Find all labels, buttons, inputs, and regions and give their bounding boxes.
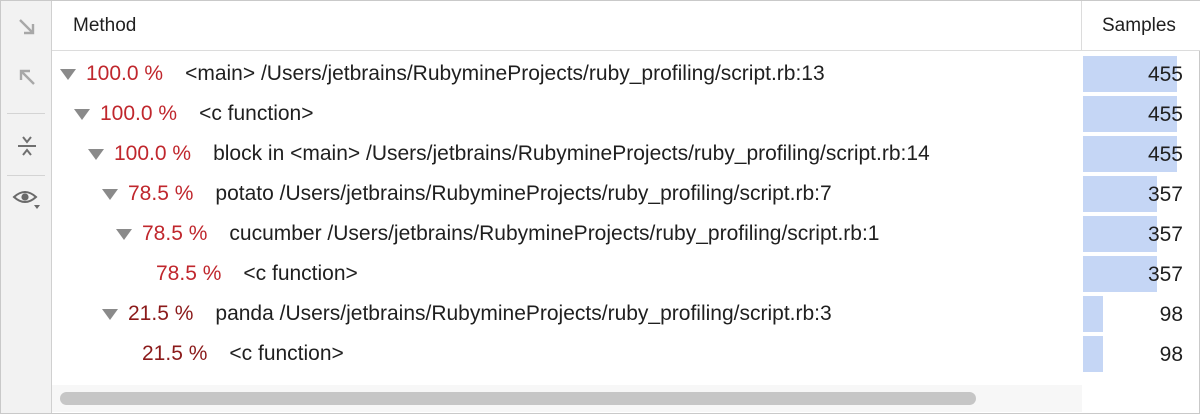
percent-label: 21.5 % — [128, 302, 194, 325]
method-name: block in <main> /Users/jetbrains/Rubymin… — [213, 142, 930, 165]
expand-all-button[interactable] — [1, 9, 52, 49]
samples-value: 455 — [1147, 63, 1183, 86]
samples-cell: 455 — [1083, 136, 1200, 172]
tree-row[interactable]: 78.5 % <c function> 357 — [52, 254, 1200, 294]
percent-label: 21.5 % — [142, 342, 208, 365]
samples-value: 98 — [1159, 343, 1183, 366]
samples-cell: 455 — [1083, 56, 1200, 92]
collapse-arrow-icon — [16, 66, 38, 93]
samples-cell: 98 — [1083, 296, 1200, 332]
expand-toggle-icon[interactable] — [88, 148, 104, 160]
expand-arrow-icon — [16, 16, 38, 43]
method-name: <c function> — [229, 342, 344, 365]
expand-toggle-icon[interactable] — [74, 108, 90, 120]
samples-value: 455 — [1147, 143, 1183, 166]
tree-row-content: 78.5 % potato /Users/jetbrains/RubyminePr… — [52, 174, 1082, 214]
expand-toggle-icon[interactable] — [116, 228, 132, 240]
samples-bar — [1083, 216, 1157, 252]
samples-value: 455 — [1147, 103, 1183, 126]
expand-toggle-icon[interactable] — [102, 308, 118, 320]
samples-value: 357 — [1147, 263, 1183, 286]
samples-value: 357 — [1147, 183, 1183, 206]
call-tree-rows: 100.0 % <main> /Users/jetbrains/RubymineP… — [52, 54, 1200, 380]
table-header: Method Samples — [52, 1, 1200, 51]
samples-bar — [1083, 296, 1103, 332]
percent-label: 100.0 % — [114, 142, 192, 165]
method-name: panda /Users/jetbrains/RubymineProjects/… — [215, 302, 832, 325]
samples-bar — [1083, 56, 1177, 92]
merge-callees-icon — [15, 134, 39, 163]
tree-row-content: 78.5 % <c function> — [52, 254, 1082, 294]
tree-row-content: 21.5 % panda /Users/jetbrains/RubyminePro… — [52, 294, 1082, 334]
samples-bar — [1083, 176, 1157, 212]
method-column-header[interactable]: Method — [73, 15, 137, 36]
tree-row[interactable]: 78.5 % potato /Users/jetbrains/RubyminePr… — [52, 174, 1200, 214]
tree-row[interactable]: 21.5 % <c function> 98 — [52, 334, 1200, 374]
tree-row-content: 100.0 % <c function> — [52, 94, 1082, 134]
tree-row[interactable]: 100.0 % block in <main> /Users/jetbrains/… — [52, 134, 1200, 174]
method-name: <c function> — [199, 102, 314, 125]
percent-label: 78.5 % — [142, 222, 208, 245]
expand-toggle-icon[interactable] — [60, 68, 76, 80]
samples-cell: 357 — [1083, 216, 1200, 252]
tree-row[interactable]: 100.0 % <c function> 455 — [52, 94, 1200, 134]
horizontal-scrollbar[interactable] — [52, 385, 1082, 412]
percent-label: 78.5 % — [156, 262, 222, 285]
samples-value: 357 — [1147, 223, 1183, 246]
method-name: <c function> — [243, 262, 358, 285]
eye-icon — [12, 186, 42, 217]
samples-cell: 357 — [1083, 176, 1200, 212]
merge-callees-button[interactable] — [1, 128, 52, 168]
tree-row[interactable]: 21.5 % panda /Users/jetbrains/RubyminePro… — [52, 294, 1200, 334]
view-options-button[interactable] — [1, 181, 52, 221]
samples-bar — [1083, 336, 1103, 372]
method-name: <main> /Users/jetbrains/RubymineProjects… — [185, 62, 825, 85]
samples-cell: 357 — [1083, 256, 1200, 292]
percent-label: 78.5 % — [128, 182, 194, 205]
percent-label: 100.0 % — [86, 62, 164, 85]
collapse-all-button[interactable] — [1, 59, 52, 99]
tree-row-content: 21.5 % <c function> — [52, 334, 1082, 374]
method-name: cucumber /Users/jetbrains/RubymineProjec… — [229, 222, 880, 245]
percent-label: 100.0 % — [100, 102, 178, 125]
samples-cell: 98 — [1083, 336, 1200, 372]
samples-bar — [1083, 256, 1157, 292]
tree-row-content: 100.0 % block in <main> /Users/jetbrains/… — [52, 134, 1082, 174]
expand-toggle-icon[interactable] — [102, 188, 118, 200]
tree-row-content: 100.0 % <main> /Users/jetbrains/RubymineP… — [52, 54, 1082, 94]
samples-cell: 455 — [1083, 96, 1200, 132]
tree-row-content: 78.5 % cucumber /Users/jetbrains/Rubymine… — [52, 214, 1082, 254]
samples-bar — [1083, 136, 1177, 172]
toolbar-separator — [7, 113, 45, 114]
toolbar-separator — [7, 175, 45, 176]
method-name: potato /Users/jetbrains/RubymineProjects… — [215, 182, 832, 205]
scrollbar-thumb[interactable] — [60, 392, 976, 405]
samples-column-header[interactable]: Samples — [1102, 15, 1176, 36]
samples-bar — [1083, 96, 1177, 132]
samples-value: 98 — [1159, 303, 1183, 326]
tree-row[interactable]: 100.0 % <main> /Users/jetbrains/RubymineP… — [52, 54, 1200, 94]
left-toolbar — [1, 1, 52, 413]
column-divider[interactable] — [1081, 1, 1082, 51]
tree-row[interactable]: 78.5 % cucumber /Users/jetbrains/Rubymine… — [52, 214, 1200, 254]
